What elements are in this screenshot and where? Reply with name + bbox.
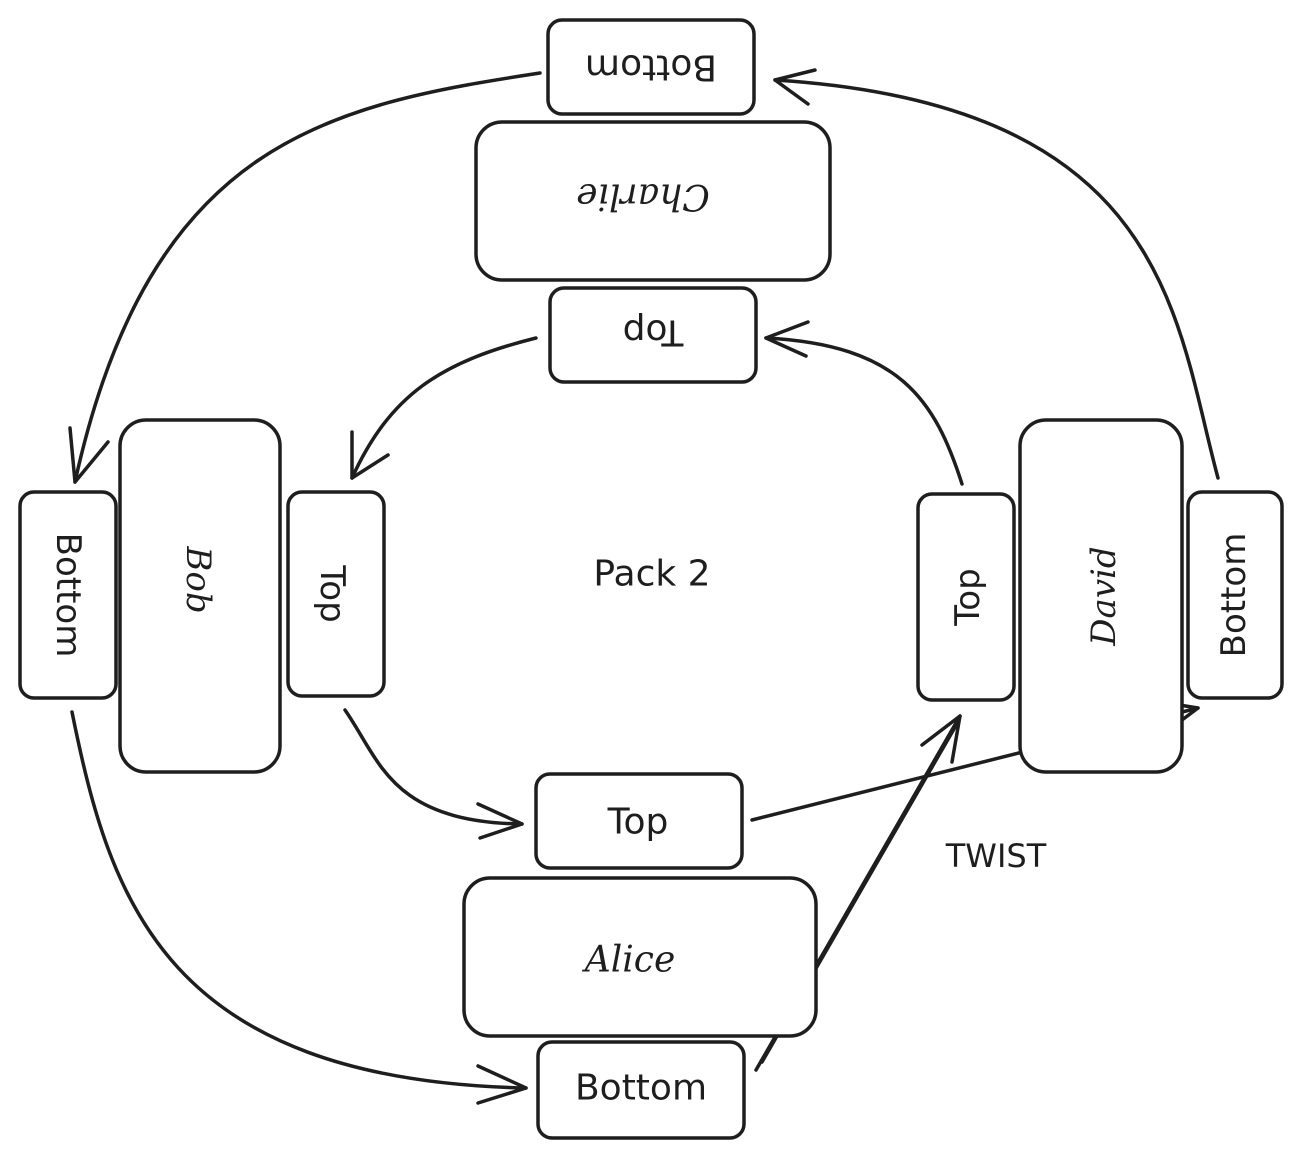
alice-person-box: [462, 876, 818, 1038]
david-top-label: Top: [948, 568, 988, 626]
charlie-group: Bottom Charlie Top: [474, 18, 832, 384]
arrow-david-bottom-to-charlie-bottom: [773, 78, 1220, 480]
david-top-box: [916, 492, 1016, 702]
twist-annotation: TWIST: [945, 837, 1047, 875]
charlie-name: Charlie: [576, 176, 710, 217]
david-person-box: [1018, 418, 1184, 774]
arrowhead-charlie-bottom: [773, 68, 817, 106]
david-bottom-label: Bottom: [1214, 533, 1254, 658]
arrowhead-charlie-top: [764, 320, 810, 358]
charlie-top-label: Top: [623, 312, 685, 353]
arrow-bob-top-to-alice-top: [343, 708, 524, 826]
diagram-title: Pack 2: [593, 554, 710, 595]
arrow-charlie-bottom-to-bob-bottom: [73, 71, 542, 484]
david-name: David: [1084, 546, 1124, 646]
charlie-bottom-label: Bottom: [585, 47, 717, 88]
alice-name: Alice: [582, 940, 676, 981]
alice-top-label: Top: [607, 802, 669, 843]
arrow-charlie-top-to-bob-top: [350, 336, 538, 480]
alice-group: Top Alice Bottom: [462, 772, 818, 1140]
arrowhead-alice-bottom: [476, 1064, 528, 1105]
arrow-david-top-to-charlie-top: [764, 336, 964, 486]
charlie-top-box: [548, 286, 758, 384]
bob-top-box: [286, 490, 386, 698]
david-group: Top David Bottom: [916, 418, 1284, 774]
arrowhead-david-top: [920, 714, 962, 764]
alice-top-box: [534, 772, 744, 870]
arrowhead-bob-bottom: [68, 426, 110, 484]
bob-top-label: Top: [312, 564, 352, 622]
arrowhead-alice-top: [476, 802, 524, 840]
bob-bottom-box: [18, 490, 118, 700]
bob-group: Bottom Bob Top: [18, 418, 386, 774]
arrowhead-bob-top: [350, 430, 390, 480]
charlie-person-box: [474, 120, 832, 282]
charlie-bottom-box: [546, 18, 756, 116]
david-bottom-box: [1186, 490, 1284, 700]
bob-person-box: [118, 418, 282, 774]
bob-bottom-label: Bottom: [48, 533, 88, 658]
alice-bottom-box: [536, 1040, 746, 1140]
bob-name: Bob: [178, 545, 218, 613]
alice-bottom-label: Bottom: [575, 1068, 707, 1109]
arrow-bob-bottom-to-alice-bottom: [70, 710, 528, 1090]
